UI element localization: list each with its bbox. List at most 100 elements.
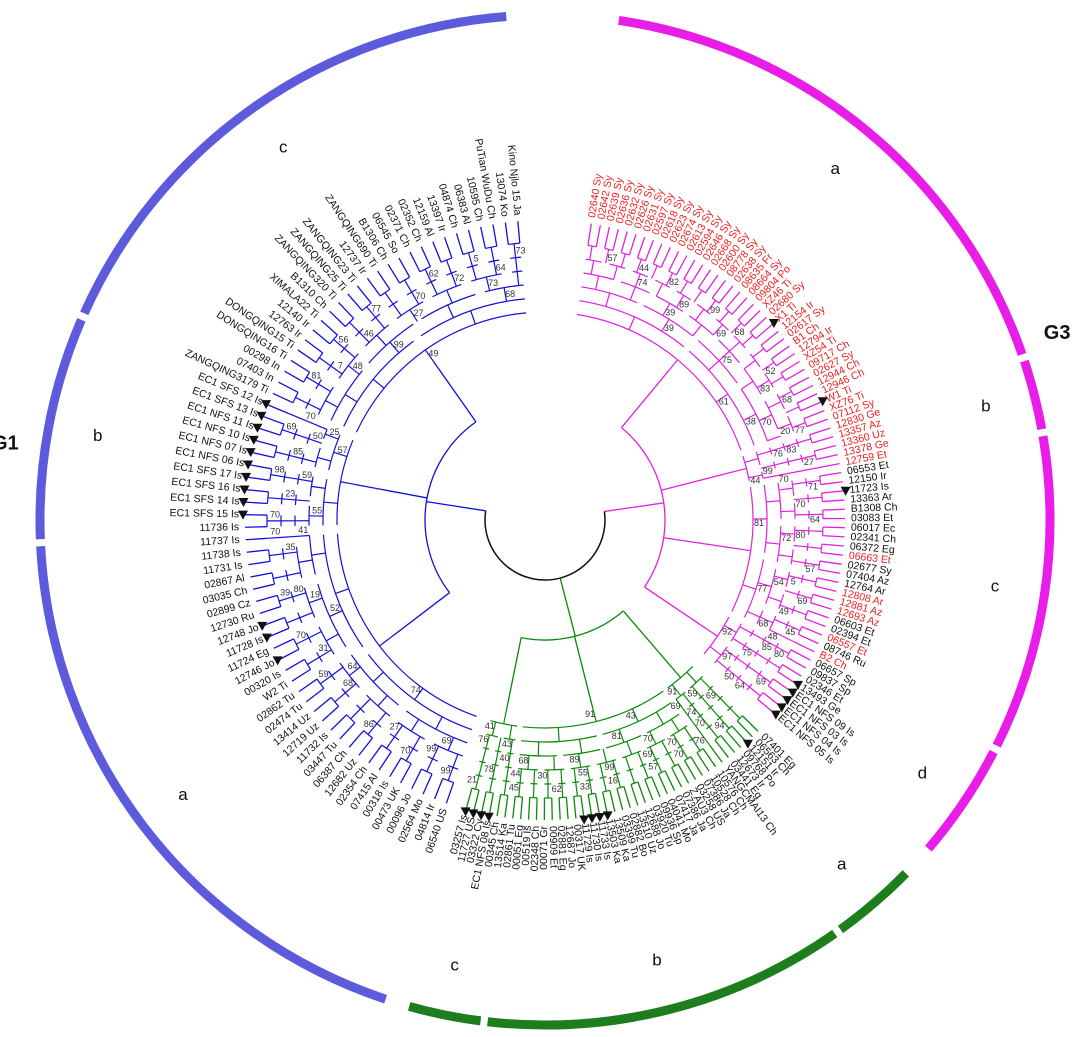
leaf-branch — [378, 271, 390, 289]
leaf-branch — [466, 788, 472, 809]
clade-branch — [299, 560, 313, 562]
leaf-branch — [613, 229, 618, 250]
leaf-branch — [256, 440, 277, 446]
clade-branch — [625, 757, 630, 770]
leaf-branch — [669, 251, 679, 271]
bootstrap-value: 81 — [754, 518, 764, 528]
leaf-branch — [445, 237, 452, 258]
leaf-branch — [822, 544, 844, 546]
bootstrap-value: 44 — [639, 263, 649, 273]
bootstrap-value: 27 — [413, 308, 423, 318]
subgroup-arc — [1024, 361, 1041, 429]
bootstrap-value: 70 — [643, 733, 653, 743]
clade-branch — [561, 769, 562, 783]
bootstrap-value: 44 — [750, 475, 760, 485]
leaf-branch — [816, 455, 837, 460]
clade-branch — [288, 413, 301, 418]
bootstrap-value: 69 — [643, 749, 653, 759]
leaf-branch — [260, 607, 281, 614]
bootstrap-value: 50 — [313, 431, 323, 441]
bootstrap-value: 70 — [762, 417, 772, 427]
clade-branch — [753, 349, 764, 358]
clade-branch — [376, 317, 385, 328]
bootstrap-value: 35 — [285, 542, 295, 552]
leaf-branch — [791, 650, 810, 660]
leaf-branch — [285, 371, 304, 382]
leaf-branch — [810, 603, 831, 610]
leaf-branch — [388, 264, 400, 283]
clade-branch — [268, 498, 282, 499]
bootstrap-value: 70 — [674, 749, 684, 759]
leaf-branch — [798, 634, 818, 643]
bootstrap-value: 89 — [679, 299, 689, 309]
clade-branch — [792, 482, 806, 484]
bootstrap-value: 91 — [667, 686, 677, 696]
leaf-branch — [357, 286, 371, 303]
bootstrap-value: 48 — [353, 361, 363, 371]
clade-branch — [411, 719, 418, 731]
bootstrap-value: 40 — [499, 753, 509, 763]
clade-branch — [717, 660, 728, 669]
bootstrap-value: 99 — [441, 765, 451, 775]
clade-branch — [757, 653, 769, 660]
subgroup-trunk — [623, 611, 671, 667]
bootstrap-value: 99 — [426, 744, 436, 754]
clade-branch — [656, 712, 663, 724]
leaf-branch — [469, 230, 475, 251]
bootstrap-value: 59 — [302, 470, 312, 480]
leaf-branch — [340, 723, 355, 739]
clade-branch — [341, 482, 355, 485]
bootstrap-value: 23 — [285, 488, 295, 498]
leaf-branch — [279, 382, 299, 392]
clade-branch — [591, 261, 594, 275]
clade-branch — [768, 661, 780, 668]
clade-branch — [710, 647, 721, 656]
clade-branch — [324, 502, 338, 503]
clade-branch — [380, 638, 391, 646]
subgroup-arc — [84, 16, 506, 313]
leaf-branch — [797, 394, 817, 403]
clade-branch — [737, 549, 751, 551]
clade-branch — [479, 762, 483, 776]
subgroup-label: a — [837, 854, 847, 873]
clade-branch — [797, 439, 810, 443]
leaf-branch — [781, 361, 800, 373]
bootstrap-value: 70 — [779, 474, 789, 484]
clade-branch — [779, 488, 793, 490]
clade-branch — [303, 459, 317, 462]
clade-branch — [385, 293, 393, 304]
clade-branch — [781, 511, 795, 512]
bootstrap-value: 74 — [686, 707, 696, 717]
bootstrap-value: 72 — [454, 273, 464, 283]
leaf-branch — [423, 774, 432, 794]
leaf-branch — [497, 794, 501, 816]
clade-branch — [743, 585, 756, 589]
bootstrap-value: 76 — [773, 449, 783, 459]
bootstrap-value: 41 — [298, 525, 308, 535]
clade-branch — [326, 634, 338, 641]
leaf-branch — [331, 715, 347, 730]
bootstrap-value: 69 — [797, 596, 807, 606]
bootstrap-value: 69 — [287, 421, 297, 431]
bootstrap-value: 70 — [270, 510, 280, 520]
bootstrap-value: 69 — [756, 677, 766, 687]
leaf-branch — [263, 417, 284, 425]
bootstrap-value: 38 — [746, 416, 756, 426]
leaf-branch — [821, 553, 843, 556]
clade-branch — [482, 748, 486, 762]
subgroup-trunk — [391, 593, 450, 638]
bootstrap-value: 45 — [785, 627, 795, 637]
leaf-branch — [399, 258, 410, 277]
leaf-branch — [274, 639, 294, 648]
subgroup-label: c — [450, 955, 459, 974]
clade-branch — [785, 591, 798, 595]
bootstrap-value: 73 — [516, 245, 526, 255]
bootstrap-value: 19 — [310, 590, 320, 600]
clade-branch — [603, 749, 606, 763]
clade-branch — [580, 739, 582, 753]
bootstrap-value: 20 — [780, 426, 790, 436]
bootstrap-value: 39 — [664, 323, 674, 333]
leaf-branch — [250, 573, 272, 577]
leaf-branch — [574, 797, 576, 819]
bootstrap-value: 49 — [428, 348, 438, 358]
